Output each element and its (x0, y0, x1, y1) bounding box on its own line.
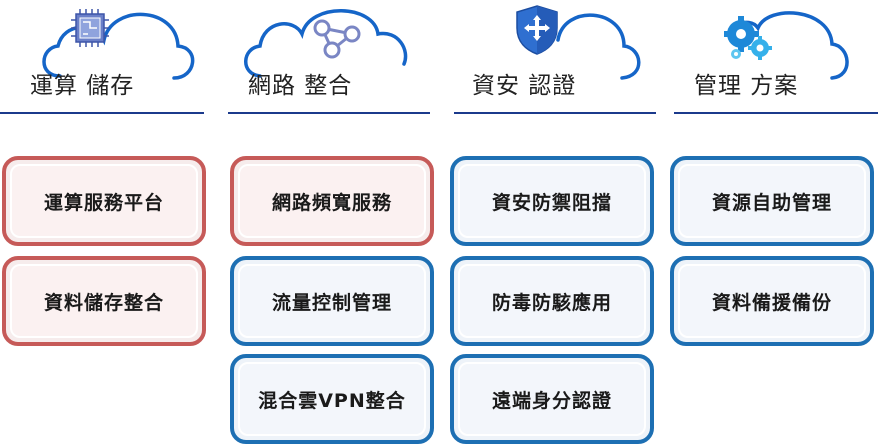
category-header-network: 網路 整合 (228, 0, 438, 116)
card-compute-platform[interactable]: 運算服務平台 (2, 156, 206, 246)
card-self-service[interactable]: 資源自助管理 (670, 156, 874, 246)
card-traffic-control[interactable]: 流量控制管理 (230, 256, 434, 346)
category-header-compute: 運算 儲存 (0, 0, 210, 116)
gears-icon (724, 16, 772, 60)
category-title: 運算 儲存 (30, 73, 135, 99)
category-divider (228, 112, 430, 114)
card-label: 遠端身分認證 (458, 362, 646, 436)
card-label: 運算服務平台 (10, 164, 198, 238)
card-label: 資料儲存整合 (10, 264, 198, 338)
card-backup[interactable]: 資料備援備份 (670, 256, 874, 346)
card-remote-auth[interactable]: 遠端身分認證 (450, 354, 654, 444)
card-label: 資源自助管理 (678, 164, 866, 238)
category-title: 網路 整合 (248, 73, 353, 99)
shield-icon (516, 5, 558, 55)
category-divider (674, 112, 878, 114)
card-label: 防毒防駭應用 (458, 264, 646, 338)
card-antivirus[interactable]: 防毒防駭應用 (450, 256, 654, 346)
card-security-defense[interactable]: 資安防禦阻擋 (450, 156, 654, 246)
card-bandwidth-service[interactable]: 網路頻寬服務 (230, 156, 434, 246)
cloud-icon (244, 9, 408, 78)
card-hybrid-vpn[interactable]: 混合雲VPN整合 (230, 354, 434, 444)
card-label: 流量控制管理 (238, 264, 426, 338)
category-title: 管理 方案 (694, 73, 799, 99)
category-divider (0, 112, 204, 114)
category-divider (454, 112, 656, 114)
card-label: 混合雲VPN整合 (238, 362, 426, 436)
card-data-storage[interactable]: 資料儲存整合 (2, 256, 206, 346)
category-header-management: 管理 方案 (674, 0, 878, 116)
network-share-icon (313, 19, 361, 59)
category-header-security: 資安 認證 (454, 0, 664, 116)
cloud-icon (556, 13, 641, 80)
category-title: 資安 認證 (472, 73, 577, 99)
card-label: 資料備援備份 (678, 264, 866, 338)
chip-icon (71, 9, 109, 47)
cloud-icon (736, 11, 849, 80)
card-label: 網路頻寬服務 (238, 164, 426, 238)
card-label: 資安防禦阻擋 (458, 164, 646, 238)
